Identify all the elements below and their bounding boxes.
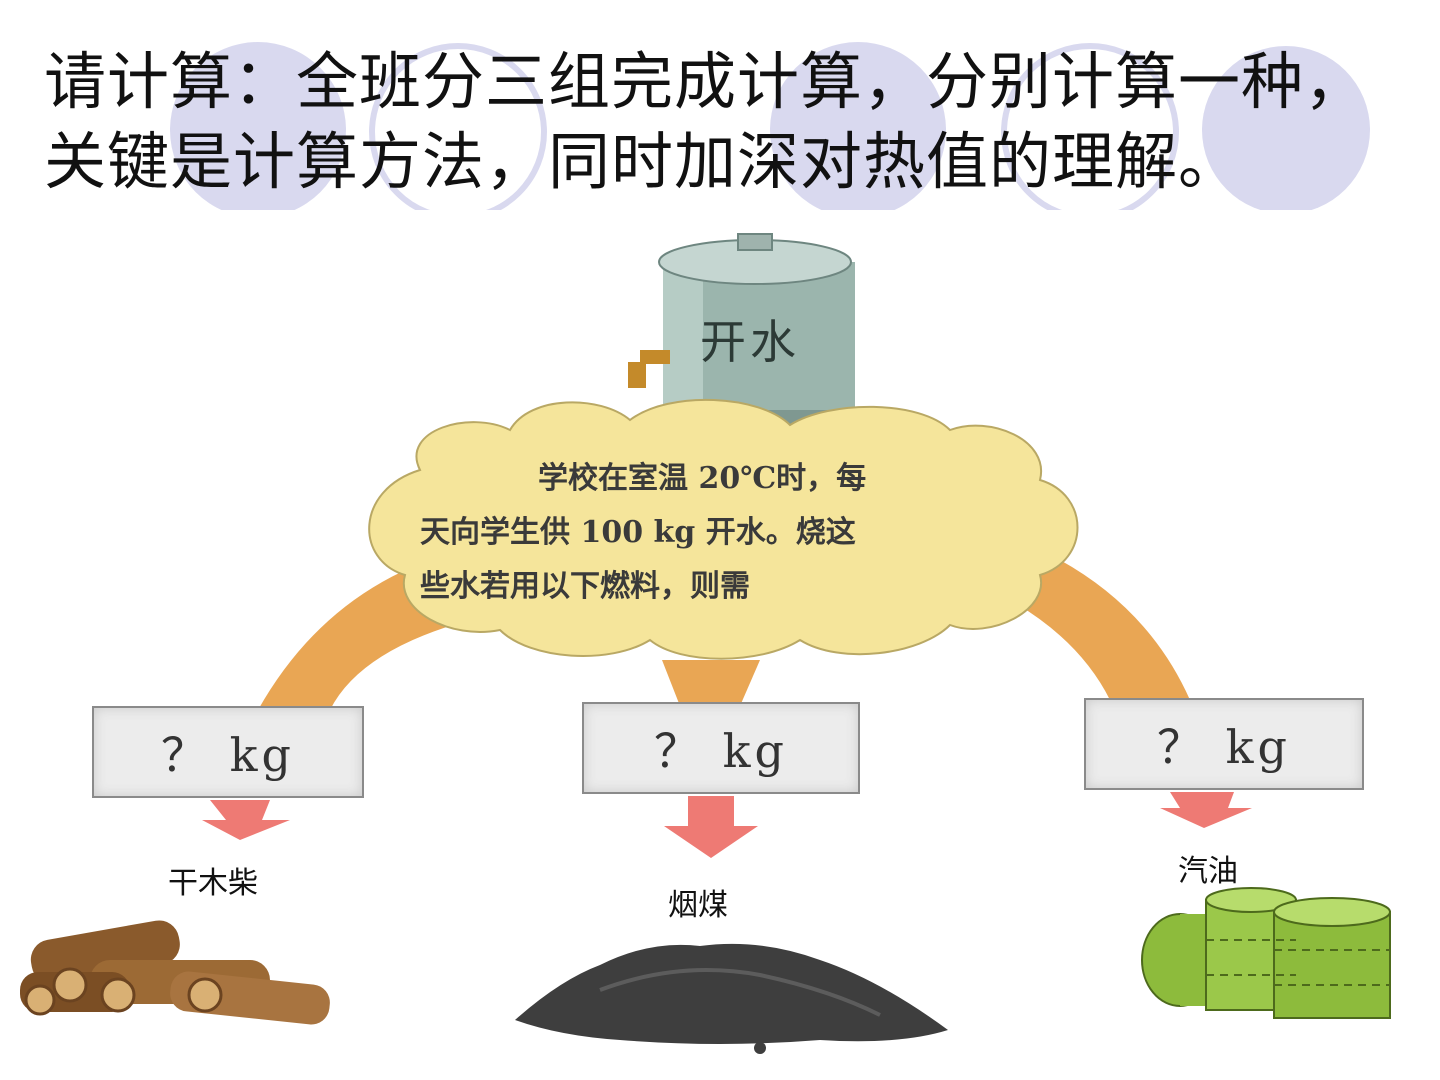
right-arc [1010,560,1190,700]
cloud-line-2: 天向学生供 100 kg 开水。烧这 [420,515,856,550]
center-arc [662,660,760,706]
kg-box-gasoline: ？ kg [1084,698,1364,790]
fuel-label-firewood: 干木柴 [168,866,258,901]
decorative-circles [0,42,1440,220]
deco-circle-filled-3 [1202,46,1370,214]
arrow-right [1160,792,1252,828]
heading-line-2: 关键是计算方法，同时加深对热值的理解。 [44,125,1242,198]
fuel-label-coal: 烟煤 [668,888,728,923]
coal-image [515,943,948,1054]
kg-box-coal: ？ kg [582,702,860,794]
arrow-left [202,800,290,840]
fuel-label-gasoline: 汽油 [1178,854,1238,889]
firewood-image [20,920,330,1025]
slide-heading: 请计算：全班分三组完成计算，分别计算一种， 关键是计算方法，同时加深对热值的理解… [44,42,1424,202]
cloud-line-1: 学校在室温 20℃时，每 [538,461,867,496]
deco-circle-filled-1 [170,42,346,218]
deco-circle-filled-2 [770,42,946,218]
arrow-center [664,796,758,858]
cloud-line-3: 些水若用以下燃料，则需 [420,569,750,604]
tank-label: 开水 [700,315,800,369]
info-cloud [368,398,1079,660]
oil-barrels-image [1141,887,1391,1019]
kg-box-firewood: ？ kg [92,706,364,798]
cloud-text: 学校在室温 20℃时，每 天向学生供 100 kg 开水。烧这 些水若用以下燃料… [420,452,1060,614]
heading-line-1: 请计算：全班分三组完成计算，分别计算一种， [44,45,1368,118]
